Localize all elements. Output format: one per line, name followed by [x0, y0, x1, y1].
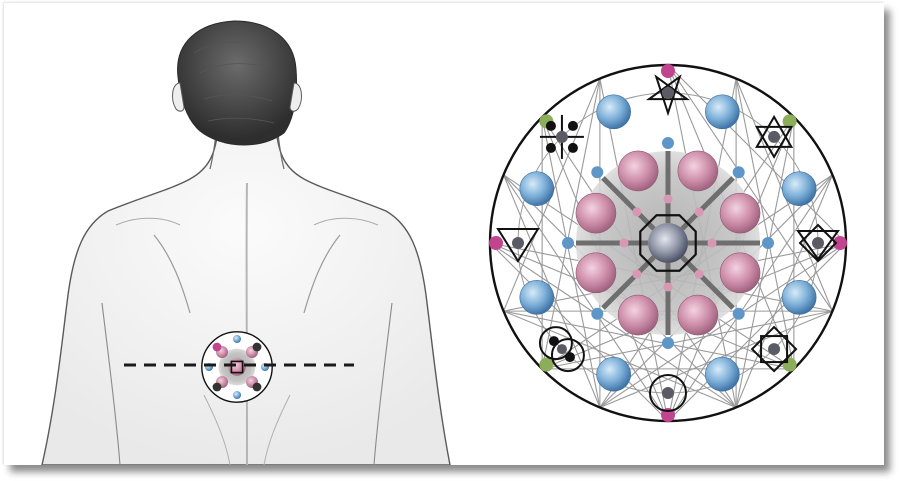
- illustration-canvas: [4, 3, 884, 465]
- small-pink-stone: [695, 270, 704, 279]
- rose-quartz-stone: [720, 253, 760, 293]
- blue-topaz-stone: [520, 172, 554, 206]
- small-blue-stone: [591, 308, 603, 320]
- rose-quartz-stone: [678, 151, 718, 191]
- center-quartz-stone: [648, 223, 688, 263]
- rose-quartz-stone: [720, 193, 760, 233]
- small-pink-stone: [664, 283, 673, 292]
- small-blue-stone: [662, 137, 674, 149]
- blue-topaz-stone: [520, 280, 554, 314]
- blue-topaz-stone: [782, 280, 816, 314]
- large-grid-emblem: [489, 64, 847, 422]
- small-blue-stone: [662, 337, 674, 349]
- small-pink-stone: [620, 239, 629, 248]
- small-grid-emblem: [202, 332, 272, 402]
- blue-topaz-stone: [705, 95, 739, 129]
- rose-quartz-stone: [618, 151, 658, 191]
- small-blue-stone: [733, 308, 745, 320]
- rose-quartz-stone: [618, 295, 658, 335]
- blue-topaz-stone: [597, 95, 631, 129]
- small-blue-stone: [591, 166, 603, 178]
- magenta-dot: [661, 64, 675, 78]
- hair: [178, 21, 297, 145]
- small-blue-stone: [762, 237, 774, 249]
- magenta-dot: [489, 236, 503, 250]
- illustration-card: [4, 3, 884, 465]
- small-blue-stone: [562, 237, 574, 249]
- blue-topaz-stone: [597, 357, 631, 391]
- rose-quartz-stone: [576, 253, 616, 293]
- green-dot: [539, 358, 553, 372]
- small-pink-stone: [632, 207, 641, 216]
- small-pink-stone: [664, 195, 673, 204]
- rose-quartz-stone: [576, 193, 616, 233]
- small-pink-stone: [632, 270, 641, 279]
- rose-quartz-stone: [678, 295, 718, 335]
- small-pink-stone: [695, 207, 704, 216]
- blue-topaz-stone: [705, 357, 739, 391]
- small-pink-stone: [708, 239, 717, 248]
- blue-topaz-stone: [782, 172, 816, 206]
- small-blue-stone: [733, 166, 745, 178]
